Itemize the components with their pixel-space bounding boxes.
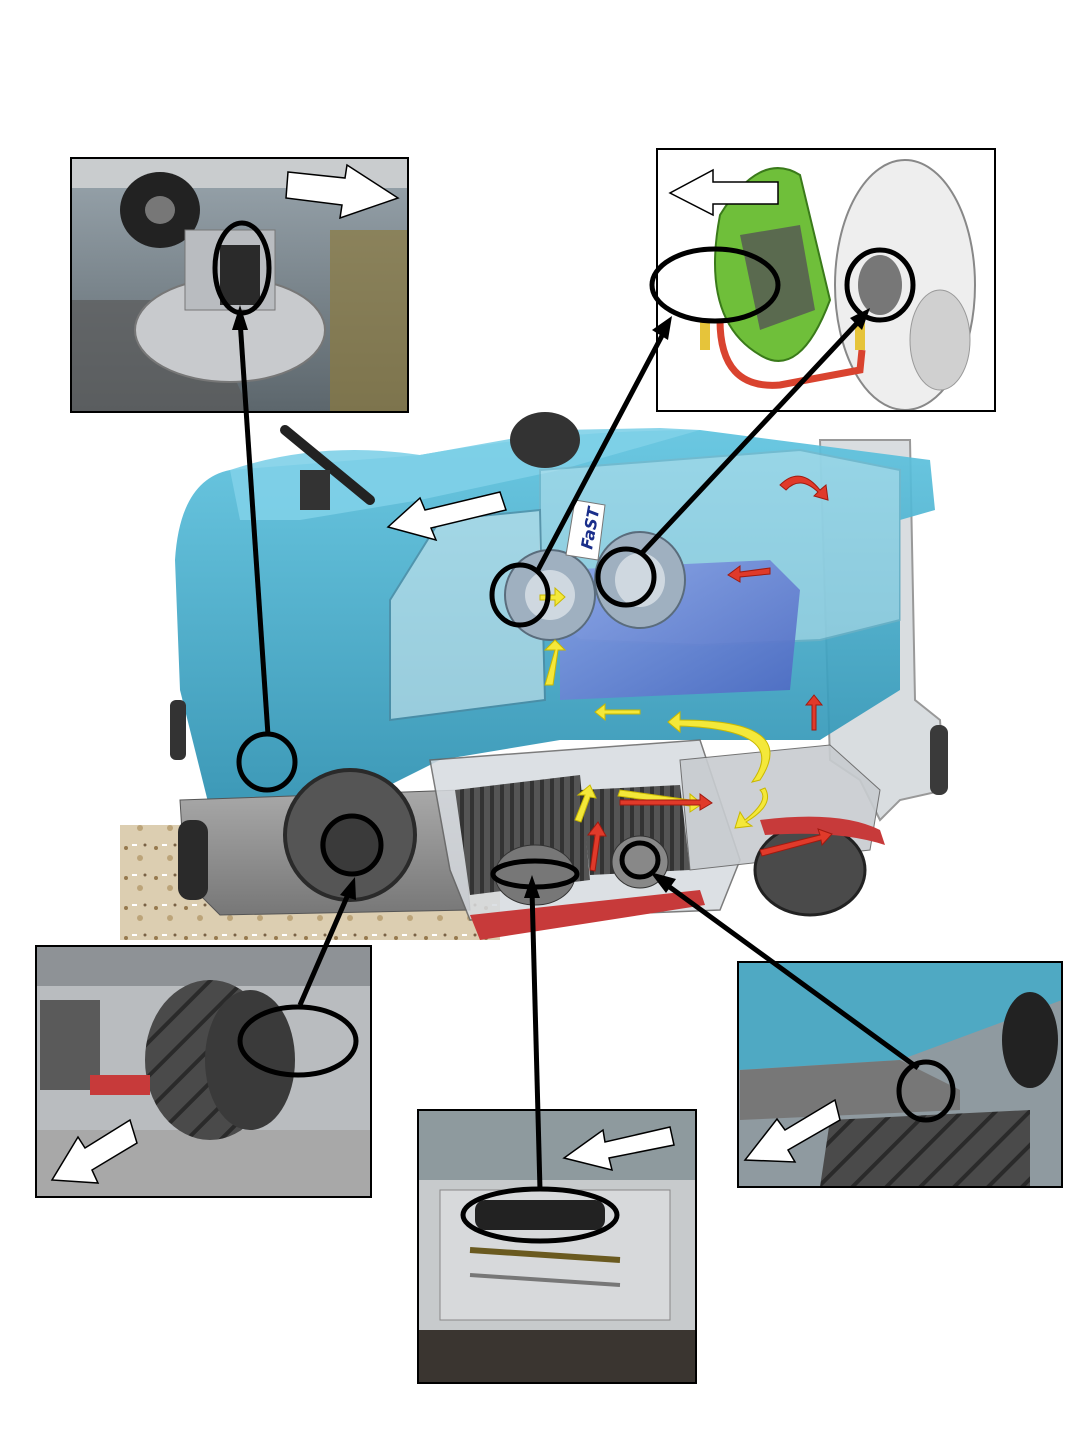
inset-vacuum-fan-assembly xyxy=(657,149,995,411)
inset-side-brush-motor xyxy=(71,158,408,412)
rear-top-wheel xyxy=(510,412,580,468)
front-drive-wheel xyxy=(285,770,415,900)
side-brush-motor-photo xyxy=(220,245,260,305)
squeegee-wheel xyxy=(1002,992,1058,1088)
actuator-cylinder xyxy=(475,1200,605,1230)
inset-main-brush-actuator xyxy=(418,1110,696,1383)
inset-rear-squeegee xyxy=(738,962,1062,1187)
